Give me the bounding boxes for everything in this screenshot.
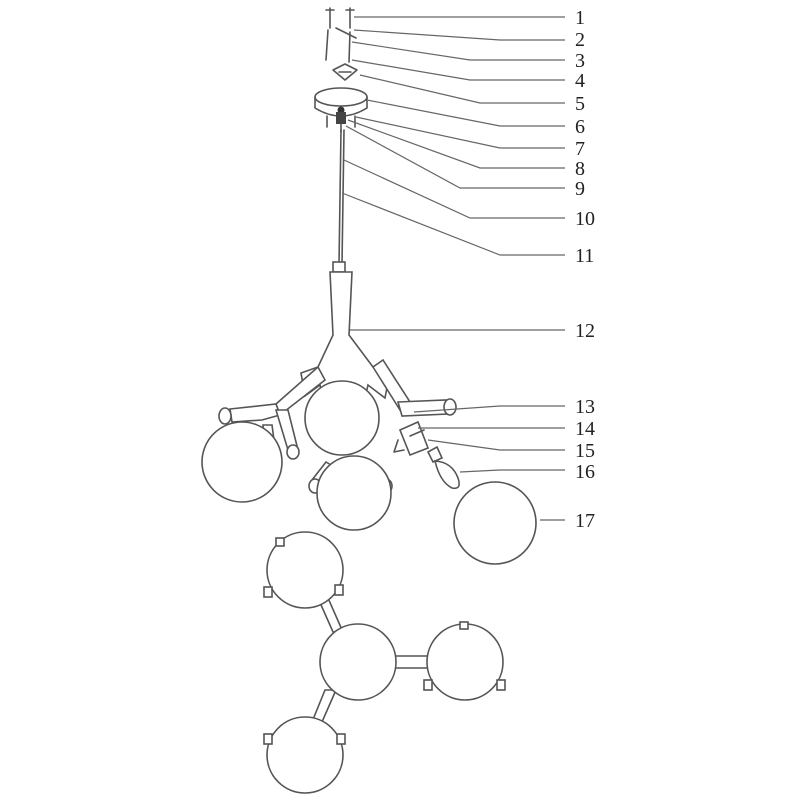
callout-5: 5 xyxy=(575,93,585,115)
bottom-view xyxy=(263,531,506,794)
callout-6: 6 xyxy=(575,116,585,138)
glass-globe xyxy=(201,421,283,503)
lamp-socket xyxy=(393,420,430,457)
callout-15: 15 xyxy=(575,440,595,462)
callout-labels: 1 2 3 4 5 6 7 8 9 10 11 12 13 14 15 16 1… xyxy=(575,7,595,532)
screw-1 xyxy=(325,7,355,29)
ceiling-canopy xyxy=(314,87,368,117)
bulb xyxy=(426,445,460,490)
callout-10: 10 xyxy=(575,208,595,230)
callout-9: 9 xyxy=(575,178,585,200)
callout-8: 8 xyxy=(575,158,585,180)
callout-3: 3 xyxy=(575,50,585,72)
glass-globe xyxy=(316,455,392,531)
callout-14: 14 xyxy=(575,418,595,440)
glass-globe xyxy=(304,380,380,456)
callout-16: 16 xyxy=(575,461,595,483)
glass-globe-loose xyxy=(453,481,537,565)
leader-lines xyxy=(341,16,565,521)
callout-11: 11 xyxy=(575,245,594,267)
mounting-bracket xyxy=(332,63,358,81)
callout-1: 1 xyxy=(575,7,585,29)
callout-7: 7 xyxy=(575,138,585,160)
callout-2: 2 xyxy=(575,29,585,51)
callout-4: 4 xyxy=(575,70,585,92)
callout-13: 13 xyxy=(575,396,595,418)
long-screws xyxy=(325,27,357,63)
canopy-screws xyxy=(326,115,356,128)
callout-12: 12 xyxy=(575,320,595,342)
callout-17: 17 xyxy=(575,510,595,532)
suspension-cable xyxy=(338,129,345,265)
cable-grip xyxy=(336,112,346,133)
